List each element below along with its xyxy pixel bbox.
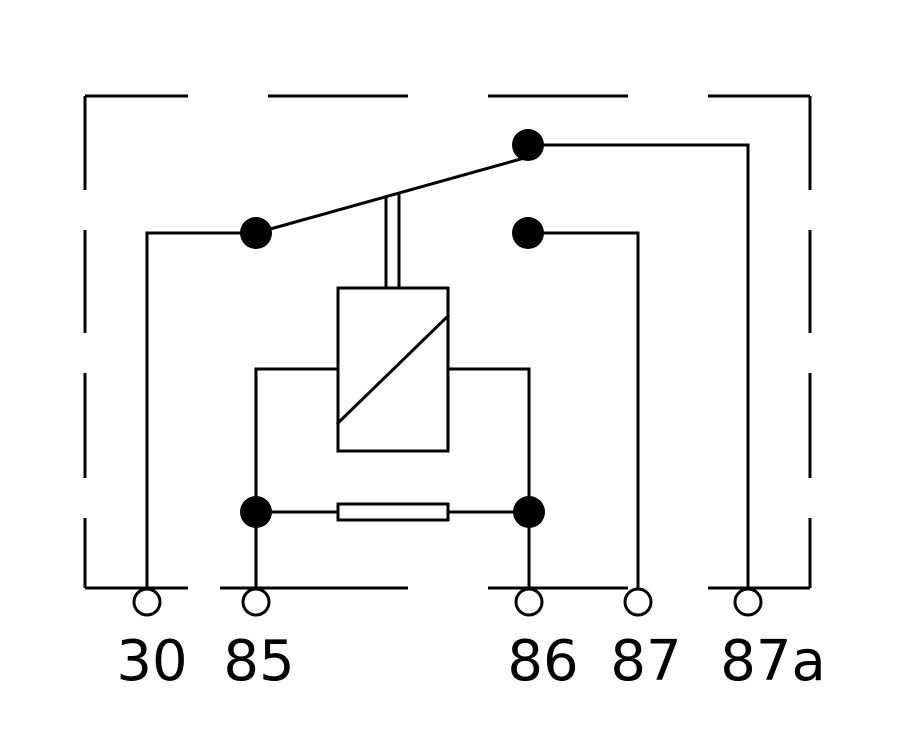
terminal-label-86: 86 [507,629,578,694]
terminal-85 [241,587,271,617]
terminal-30 [132,587,162,617]
normally-open-contact-dot [512,217,544,249]
terminal-86 [514,587,544,617]
wire-terminal-30 [145,231,258,603]
junction-dot-85 [240,496,272,528]
terminal-label-87a: 87a [720,629,826,694]
wire-coil-terminal-86 [446,367,531,603]
terminal-87a [733,587,763,617]
wire-terminal-87a [526,143,750,603]
wire-coil-terminal-85 [254,367,340,603]
common-contact-dot [240,217,272,249]
junction-dot-86 [513,496,545,528]
terminal-label-30: 30 [116,629,187,694]
wire-terminal-87 [526,231,640,603]
coil-actuator-link [384,192,401,290]
terminal-label-85: 85 [223,629,294,694]
parallel-resistor [254,502,531,522]
relay-housing-outline [83,94,812,590]
terminal-label-87: 87 [610,629,681,694]
terminal-87 [623,587,653,617]
switch-arm [254,155,530,235]
normally-closed-contact-dot [512,129,544,161]
relay-coil [335,286,451,453]
